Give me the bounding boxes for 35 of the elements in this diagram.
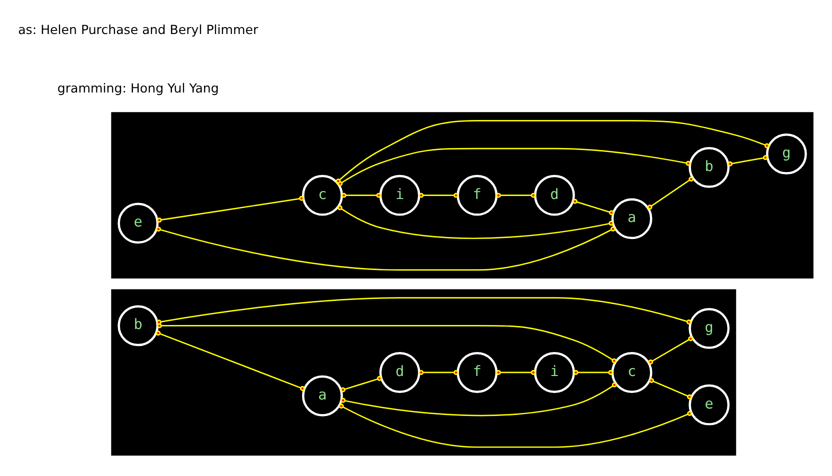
connector [156,330,305,390]
connector [336,120,770,184]
node-circle: d [379,352,420,392]
connector [496,192,536,198]
connector [649,378,692,399]
connector [496,370,536,374]
connector [648,336,694,364]
connector [341,192,382,198]
label: as: Helen Purchase and Beryl Plimmer [18,22,258,37]
connector [340,376,382,392]
connector [156,296,692,324]
cluster [111,112,814,278]
connector [338,403,692,448]
connector [156,195,304,222]
connector [728,154,768,166]
connector [572,198,614,215]
node-circle: e [688,384,730,425]
connector [573,370,614,374]
connector [340,382,617,416]
node-circle: i [534,352,575,392]
node-circle: g [766,133,807,174]
connector [418,370,458,374]
label: gramming: Hong Yul Yang [57,80,219,96]
node-circle: d [534,174,575,216]
connector [156,226,616,270]
node-circle: e [118,202,159,244]
node-circle: b [118,304,159,346]
connector [337,204,614,238]
node-circle: i [379,174,420,216]
cluster [111,288,736,456]
connector [647,176,694,210]
node-circle: f [456,174,498,216]
connector [418,192,458,198]
connector [156,322,617,363]
node-circle: f [456,352,498,392]
